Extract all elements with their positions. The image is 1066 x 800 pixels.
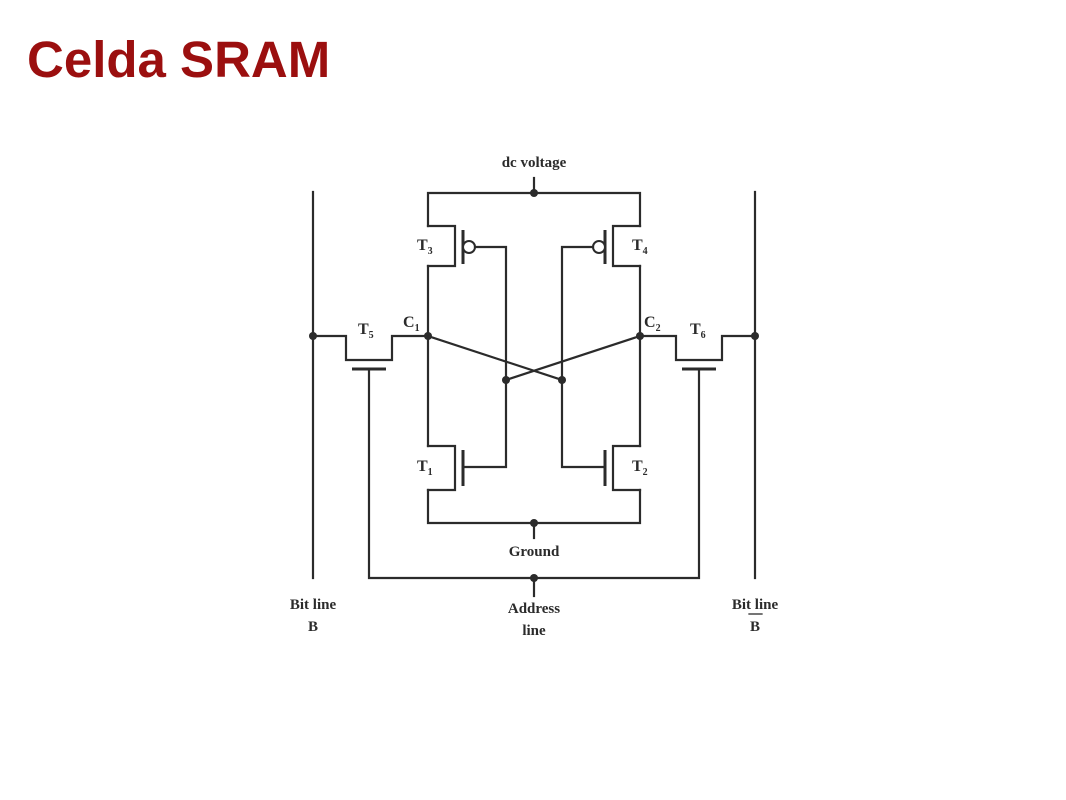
bit-line-left-label-line2: B	[308, 619, 318, 635]
ground-label: Ground	[509, 544, 560, 560]
t3-gate-wire	[473, 245, 508, 382]
cross-wire-c2	[504, 334, 642, 382]
address-label-line1: Address	[508, 601, 560, 617]
bit-line-right-label-line2: B	[750, 619, 760, 635]
c1-label: C1	[403, 314, 420, 334]
t4-channel	[611, 224, 642, 268]
cross-wire-c1	[426, 334, 564, 382]
c2-label: C2	[644, 314, 661, 334]
t2-label: T2	[632, 458, 648, 478]
supply-label: dc voltage	[502, 155, 567, 171]
t4-label: T4	[632, 237, 648, 257]
t4-bubble	[592, 240, 606, 254]
c2-node	[636, 332, 644, 340]
cross-node-left	[502, 376, 510, 384]
bit-line-right-node	[751, 332, 759, 340]
address-node	[530, 574, 538, 582]
t4-gate-wire	[560, 245, 595, 382]
c1-node	[424, 332, 432, 340]
t3-bubble	[462, 240, 476, 254]
bit-line-left-label-line1: Bit line	[290, 597, 337, 613]
supply-rail	[426, 191, 642, 228]
address-label-line2: line	[522, 623, 546, 639]
cross-node-right	[558, 376, 566, 384]
t6-channel	[638, 334, 757, 362]
ground-node	[530, 519, 538, 527]
bit-line-right-label-line1: Bit line	[732, 597, 779, 613]
t3-label: T3	[417, 237, 433, 257]
t2-channel	[611, 444, 642, 492]
bit-line-left-node	[309, 332, 317, 340]
t2-gate-wire	[560, 378, 607, 469]
page-title: Celda SRAM	[27, 31, 331, 88]
t6-label: T6	[690, 321, 706, 341]
ground-rail	[426, 488, 642, 525]
t5-channel	[311, 334, 430, 362]
t1-gate-wire	[461, 378, 508, 469]
t3-channel	[426, 224, 457, 268]
t5-label: T5	[358, 321, 374, 341]
t1-channel	[426, 444, 457, 492]
supply-node	[530, 189, 538, 197]
t1-label: T1	[417, 458, 433, 478]
